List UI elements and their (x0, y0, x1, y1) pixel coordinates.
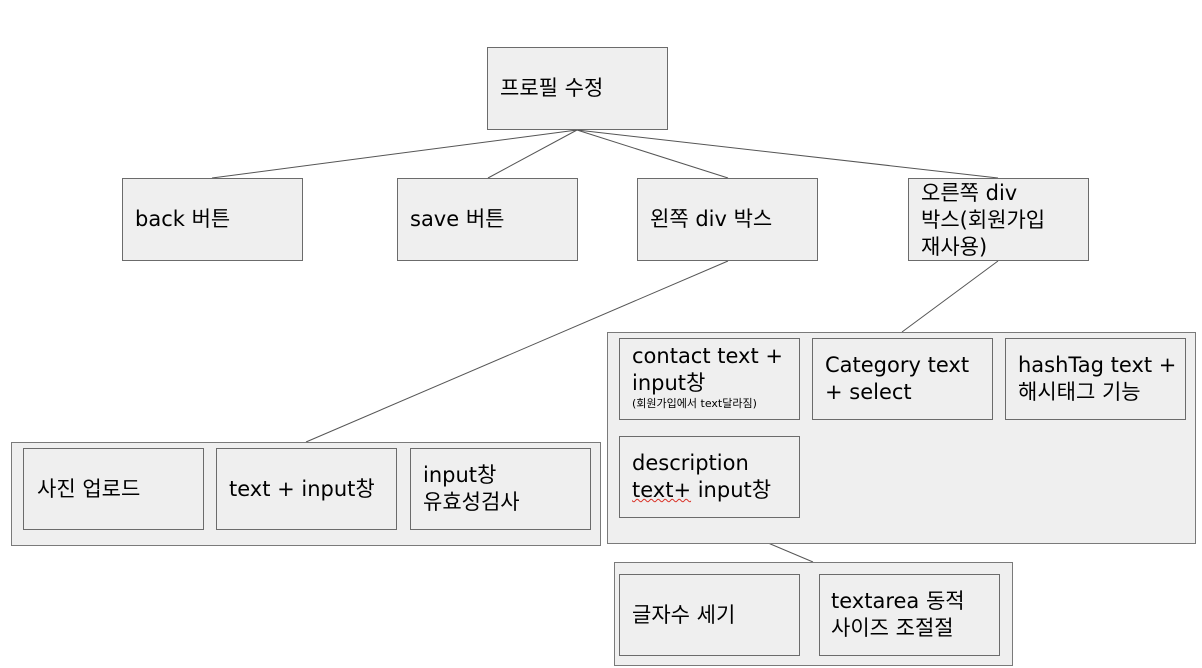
root-node-profile-edit: 프로필 수정 (487, 47, 668, 130)
edge-root-left (576, 129, 729, 179)
node-back-label: back 버튼 (135, 207, 231, 231)
node-category-select: Category text + select (812, 338, 993, 420)
node-text-input: text + input창 (216, 448, 397, 530)
node-left-div-box: 왼쪽 div 박스 (637, 178, 818, 261)
node-text-input-label: text + input창 (229, 476, 375, 501)
node-description-line2-rest: input창 (691, 478, 772, 502)
node-description-label: description text+ input창 (632, 450, 771, 504)
node-description-text-input: description text+ input창 (619, 436, 800, 518)
node-contact-label: contact text + input창 (632, 344, 783, 395)
edge-right-group (901, 260, 999, 333)
edge-root-back (211, 129, 578, 179)
node-contact-note: (회원가입에서 text달라짐) (632, 397, 757, 410)
node-description-line2: text+ input창 (632, 477, 771, 504)
node-hashtag-label: hashTag text + 해시태그 기능 (1018, 353, 1177, 404)
node-category-label: Category text + select (825, 353, 970, 404)
node-textarea-label: textarea 동적 사이즈 조절절 (831, 589, 965, 640)
node-right-box-label: 오른쪽 div 박스(회원가입 재사용) (921, 181, 1046, 259)
node-input-validation: input창 유효성검사 (410, 448, 591, 530)
node-hashtag: hashTag text + 해시태그 기능 (1005, 338, 1186, 420)
node-photo-upload: 사진 업로드 (23, 448, 204, 530)
node-contact-text-input: contact text + input창 (회원가입에서 text달라짐) (619, 338, 800, 420)
node-back-button: back 버튼 (122, 178, 303, 261)
root-node-label: 프로필 수정 (500, 76, 604, 100)
node-left-box-label: 왼쪽 div 박스 (650, 207, 773, 231)
node-photo-upload-label: 사진 업로드 (37, 476, 141, 501)
node-char-count: 글자수 세기 (619, 574, 800, 656)
spellcheck-underlined-word: text+ (632, 478, 692, 502)
edge-root-right (576, 129, 999, 179)
node-description-line1: description (632, 451, 749, 475)
node-save-label: save 버튼 (410, 207, 505, 231)
edge-root-save (487, 129, 578, 179)
node-right-div-box: 오른쪽 div 박스(회원가입 재사용) (908, 178, 1089, 261)
node-textarea-resize: textarea 동적 사이즈 조절절 (819, 574, 1000, 656)
node-save-button: save 버튼 (397, 178, 578, 261)
node-input-validation-label: input창 유효성검사 (423, 463, 520, 514)
node-char-count-label: 글자수 세기 (632, 602, 736, 627)
